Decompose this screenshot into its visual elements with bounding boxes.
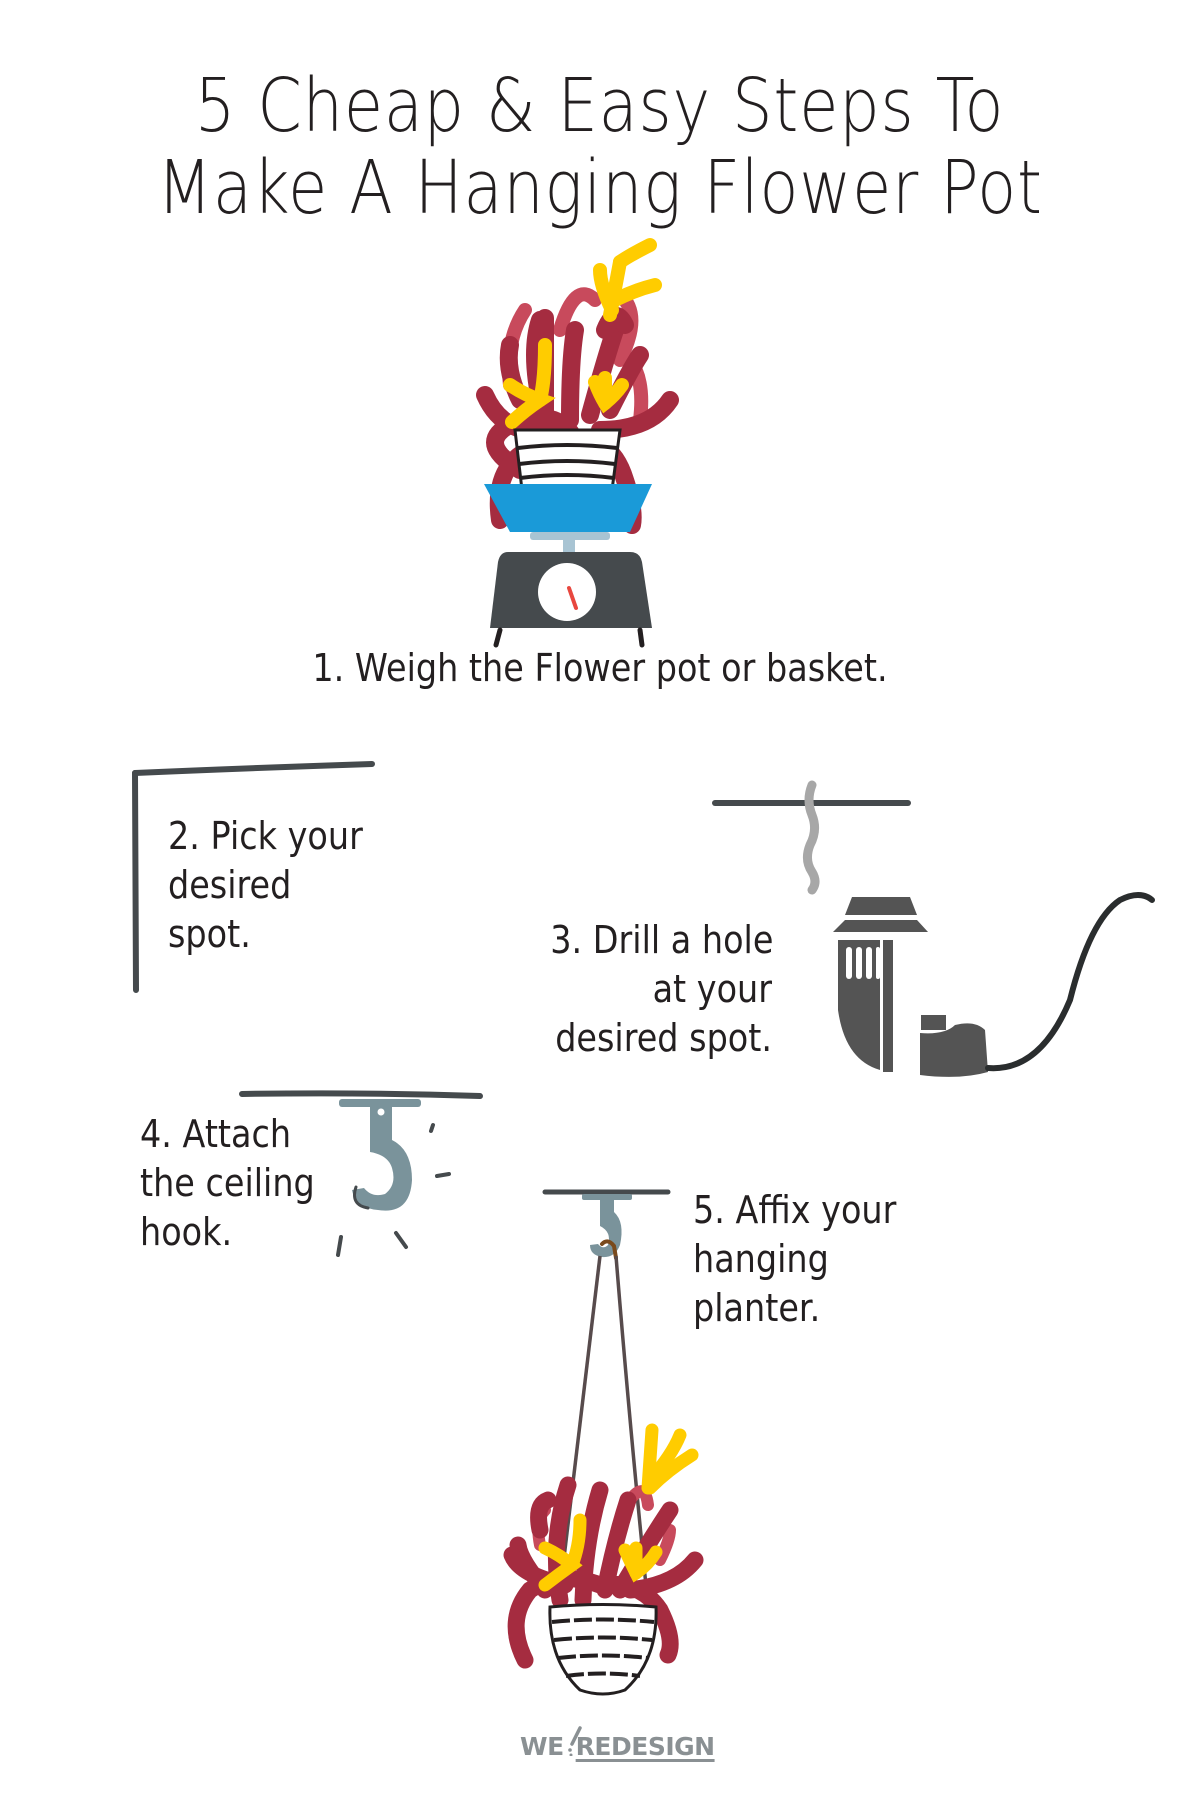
ceiling-corner-icon: [132, 761, 375, 993]
logo-text: WE REDESIGN: [520, 1732, 715, 1761]
step-3-text: 3. Drill a hole at your desired spot.: [520, 916, 774, 1063]
scale-leg-right: [637, 627, 645, 648]
step-1-line: 1. Weigh the Flower pot or basket.: [312, 646, 888, 690]
step-4-line: hook.: [140, 1210, 233, 1254]
scale-bowl: [484, 484, 652, 532]
step-2-line: desired: [168, 863, 292, 907]
step-5-line: planter.: [693, 1286, 821, 1330]
step-4-line: the ceiling: [140, 1161, 315, 1205]
step-3-line: at your: [652, 967, 772, 1011]
logo-we: WE: [520, 1732, 564, 1761]
title-line-1-text: 5 Cheap & Easy Steps To: [195, 63, 1005, 149]
kitchen-scale-icon: [476, 238, 679, 648]
step-2-line: 2. Pick your: [168, 814, 363, 858]
hanging-planter-icon: [503, 1189, 704, 1696]
title-line-1: 5 Cheap & Easy Steps To: [0, 66, 1200, 146]
potted-plant-icon: [476, 238, 679, 534]
title-line-2-text: Make A Hanging Flower Pot: [157, 145, 1043, 231]
step-2-line: spot.: [168, 912, 251, 956]
paint-brush-icon: [568, 1726, 582, 1756]
weredesign-logo: WE REDESIGN: [520, 1726, 715, 1770]
step-4-text: 4. Attach the ceiling hook.: [140, 1110, 339, 1257]
ceiling-hook-icon: [239, 1090, 483, 1257]
step-5-text: 5. Affix your hanging planter.: [693, 1186, 924, 1333]
title-line-2: Make A Hanging Flower Pot: [0, 148, 1200, 228]
scale-stem: [563, 540, 575, 552]
step-5-line: 5. Affix your: [693, 1188, 897, 1232]
step-2-text: 2. Pick your desired spot.: [168, 812, 389, 959]
logo-redesign: REDESIGN: [575, 1732, 715, 1761]
step-5-line: hanging: [693, 1237, 829, 1281]
step-1-text: 1. Weigh the Flower pot or basket.: [0, 644, 1200, 693]
power-drill-icon: [712, 780, 1155, 1077]
scale-needle: [567, 586, 578, 610]
scale-leg-left: [493, 627, 503, 648]
scale-dial: [538, 563, 596, 621]
flower-pot-icon: [513, 428, 622, 492]
step-4-line: 4. Attach: [140, 1112, 292, 1156]
step-3-line: 3. Drill a hole: [550, 918, 774, 962]
step-3-line: desired spot.: [555, 1016, 772, 1060]
scale-plate: [530, 532, 610, 540]
